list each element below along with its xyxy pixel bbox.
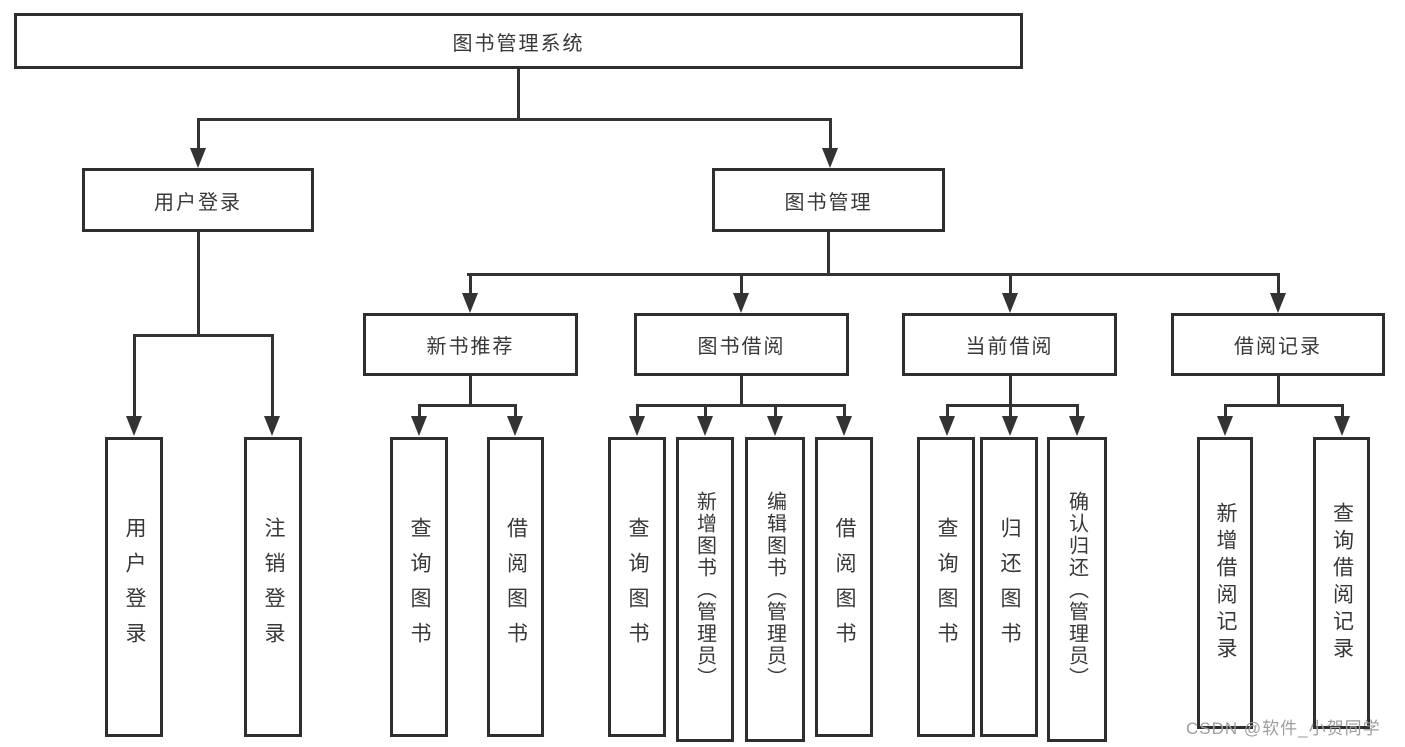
arrowhead-cb-confirm [1069,416,1085,436]
arrowhead-logout [264,416,280,436]
connector-user-login-branch [133,334,274,337]
arrowhead-bb-edit [767,416,783,436]
node-book-management: 图书管理 [712,168,945,232]
arrowhead-login [126,416,142,436]
arrowhead-cb-return [1002,416,1018,436]
connector-to-bb-borrow [843,404,846,418]
connector-current-borrow-stem [1009,376,1012,407]
arrowhead-book-mgmt [822,148,838,168]
node-book-borrowing: 图书借阅 [634,313,849,376]
connector-to-login [133,334,136,418]
connector-to-cb-query [946,404,949,418]
connector-user-login-stem [197,232,200,336]
connector-to-new-book-rec [469,273,472,297]
connector-to-book-mgmt [829,118,832,152]
arrowhead-borrow-record [1270,293,1286,313]
node-current-borrowing: 当前借阅 [902,313,1117,376]
connector-root-stem [517,69,520,121]
connector-book-borrow-branch [636,404,845,407]
node-leaf-add-books-admin: 新增图书（管理员） [676,437,734,742]
connector-to-bb-edit [774,404,777,418]
node-leaf-borrow-books-1: 借阅图书 [487,437,544,737]
arrowhead-nb-query [411,416,427,436]
connector-to-book-borrow [740,273,743,297]
connector-to-br-add [1224,404,1227,418]
connector-borrow-record-stem [1277,376,1280,407]
connector-to-nb-query [418,404,421,418]
node-leaf-logout: 注销登录 [244,437,302,737]
connector-book-mgmt-branch [467,273,1280,276]
node-leaf-query-books-1: 查询图书 [390,437,448,737]
node-leaf-confirm-return-admin: 确认归还（管理员） [1047,437,1107,742]
arrowhead-br-add [1217,416,1233,436]
connector-current-borrow-branch [946,404,1078,407]
node-leaf-return-books: 归还图书 [980,437,1038,737]
connector-to-cb-confirm [1076,404,1079,418]
node-leaf-edit-books-admin: 编辑图书（管理员） [745,437,805,742]
arrowhead-bb-add [697,416,713,436]
connector-book-mgmt-stem [827,232,830,276]
connector-book-borrow-stem [740,376,743,407]
connector-to-br-query [1341,404,1344,418]
connector-to-current-borrow [1009,273,1012,297]
arrowhead-current-borrow [1002,293,1018,313]
arrowhead-cb-query [939,416,955,436]
arrowhead-nb-borrow [507,416,523,436]
arrowhead-bb-query [629,416,645,436]
node-leaf-borrow-books-2: 借阅图书 [815,437,873,737]
node-leaf-query-books-3: 查询图书 [917,437,975,737]
arrowhead-br-query [1334,416,1350,436]
node-borrowing-records: 借阅记录 [1171,313,1385,376]
node-leaf-query-borrow-record: 查询借阅记录 [1313,437,1370,729]
arrowhead-bb-borrow [836,416,852,436]
node-leaf-query-books-2: 查询图书 [608,437,666,737]
connector-to-user-login [197,118,200,152]
connector-borrow-record-branch [1224,404,1343,407]
connector-to-nb-borrow [514,404,517,418]
connector-root-branch [197,118,832,121]
arrowhead-new-book-rec [462,293,478,313]
arrowhead-user-login [190,148,206,168]
node-leaf-user-login: 用户登录 [105,437,163,737]
connector-new-book-rec-branch [418,404,517,407]
connector-new-book-rec-stem [469,376,472,407]
connector-to-bb-add [704,404,707,418]
connector-to-cb-return [1009,404,1012,418]
node-leaf-add-borrow-record: 新增借阅记录 [1197,437,1253,729]
node-library-management-system: 图书管理系统 [14,13,1023,69]
node-new-book-recommendation: 新书推荐 [363,313,578,376]
arrowhead-book-borrow [733,293,749,313]
connector-to-bb-query [636,404,639,418]
csdn-watermark: CSDN @软件_小贺同学 [1186,719,1381,738]
connector-to-borrow-record [1277,273,1280,297]
node-user-login: 用户登录 [82,168,314,232]
connector-to-logout [271,334,274,418]
